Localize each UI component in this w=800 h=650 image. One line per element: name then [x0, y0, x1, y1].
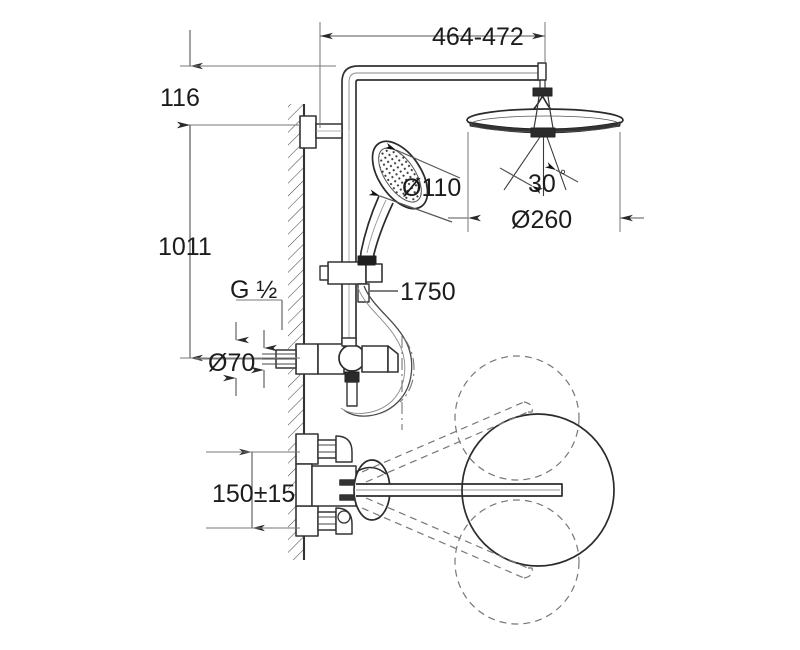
- dim-text-projection: 464-472: [432, 23, 524, 51]
- dim-text-hose-length: 1750: [400, 278, 456, 306]
- dim-text-spray-angle-unit: °: [560, 167, 566, 184]
- dimension-projection-top: [319, 22, 546, 128]
- dimension-dia70: [196, 322, 277, 396]
- dimension-spray-angle: [499, 162, 579, 195]
- shower-arm: [341, 65, 540, 130]
- riser-pipe: [341, 130, 357, 355]
- shower-hose: [340, 285, 413, 417]
- dim-text-dia70: Ø70: [208, 349, 255, 377]
- leader-g-half: [236, 299, 283, 330]
- hand-shower: [357, 140, 429, 266]
- dim-text-dia260: Ø260: [511, 206, 572, 234]
- leader-dia110: [368, 142, 461, 223]
- dimension-150: [206, 448, 300, 532]
- upper-wall-bracket: [299, 115, 343, 149]
- dimension-dia260: [448, 132, 644, 232]
- dim-text-116: 116: [160, 84, 200, 112]
- bath-mixer-with-spout: [295, 433, 563, 537]
- dimension-1011: [177, 121, 300, 362]
- spout-swivel-range: [361, 336, 615, 625]
- spray-cone-indicator: [503, 136, 567, 196]
- dim-text-150: 150±15: [212, 480, 295, 508]
- dim-text-spray-angle: 30: [528, 170, 556, 198]
- dim-text-dia110: Ø110: [402, 174, 461, 202]
- dim-text-g-half: G ½: [230, 276, 277, 304]
- single-lever-shower-mixer: [262, 337, 399, 407]
- svg-text:G ½: G ½: [230, 276, 277, 304]
- rain-shower-head: [466, 62, 624, 138]
- dim-text-1011: 1011: [158, 233, 212, 261]
